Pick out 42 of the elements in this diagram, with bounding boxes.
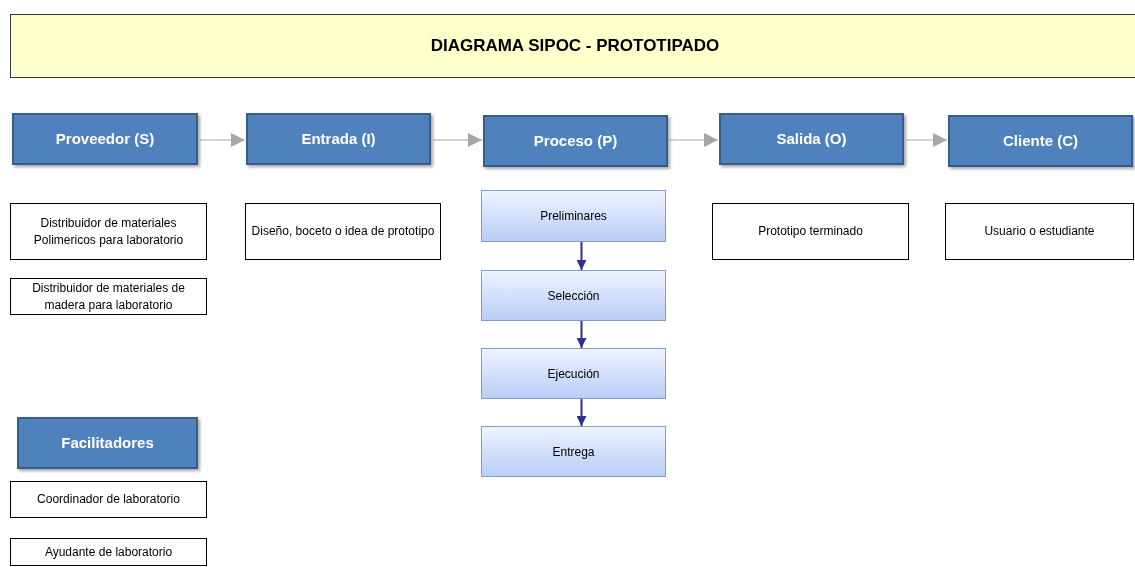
text-box: [10, 481, 207, 518]
category-header-box: [17, 417, 198, 469]
text-box: [712, 203, 909, 260]
header-label: Proceso (P): [533, 130, 618, 151]
arrow: [669, 133, 719, 147]
box-text: Ayudante de laboratorio: [44, 543, 173, 561]
category-header-box: [948, 115, 1133, 167]
box-text: Diseño, boceto o idea de prototipo: [251, 223, 435, 240]
process-step-box: [481, 348, 666, 399]
process-step-box: [481, 426, 666, 477]
process-step-box: [481, 190, 666, 242]
category-header-box: [246, 113, 431, 165]
arrow: [905, 133, 948, 147]
header-label: Facilitadores: [61, 432, 154, 453]
text-box: [945, 203, 1134, 260]
step-label: Preliminares: [540, 208, 607, 225]
category-header-box: [12, 113, 198, 165]
step-label: Ejecución: [547, 365, 600, 383]
header-label: Salida (O): [776, 128, 847, 149]
step-label: Entrega: [552, 443, 595, 461]
header-label: Proveedor (S): [55, 128, 155, 149]
category-header-box: [719, 113, 904, 165]
box-text: Distribuidor de materiales Polimericos para laboratorio: [32, 214, 185, 249]
title: DIAGRAMA SIPOC - PROTOTIPADO: [430, 35, 720, 58]
arrow: [576, 320, 587, 349]
box-text: Distribuidor de materiales de madera para laboratorio: [31, 279, 186, 314]
category-header-box: [483, 115, 668, 167]
box-text: Coordinador de laboratorio: [37, 491, 180, 508]
header-label: Cliente (C): [1003, 130, 1078, 151]
box-text: Prototipo terminado: [758, 223, 863, 240]
process-step-box: [481, 270, 666, 321]
text-box: [10, 278, 207, 315]
text-box: [10, 203, 207, 260]
text-box: [245, 203, 441, 260]
text-box: [10, 538, 207, 566]
header-label: Entrada (I): [301, 128, 376, 149]
arrow: [199, 133, 246, 147]
arrow: [432, 133, 483, 147]
box-text: Usuario o estudiante: [984, 223, 1095, 240]
step-label: Selección: [547, 287, 600, 305]
arrow: [576, 398, 587, 427]
arrow: [576, 241, 587, 271]
